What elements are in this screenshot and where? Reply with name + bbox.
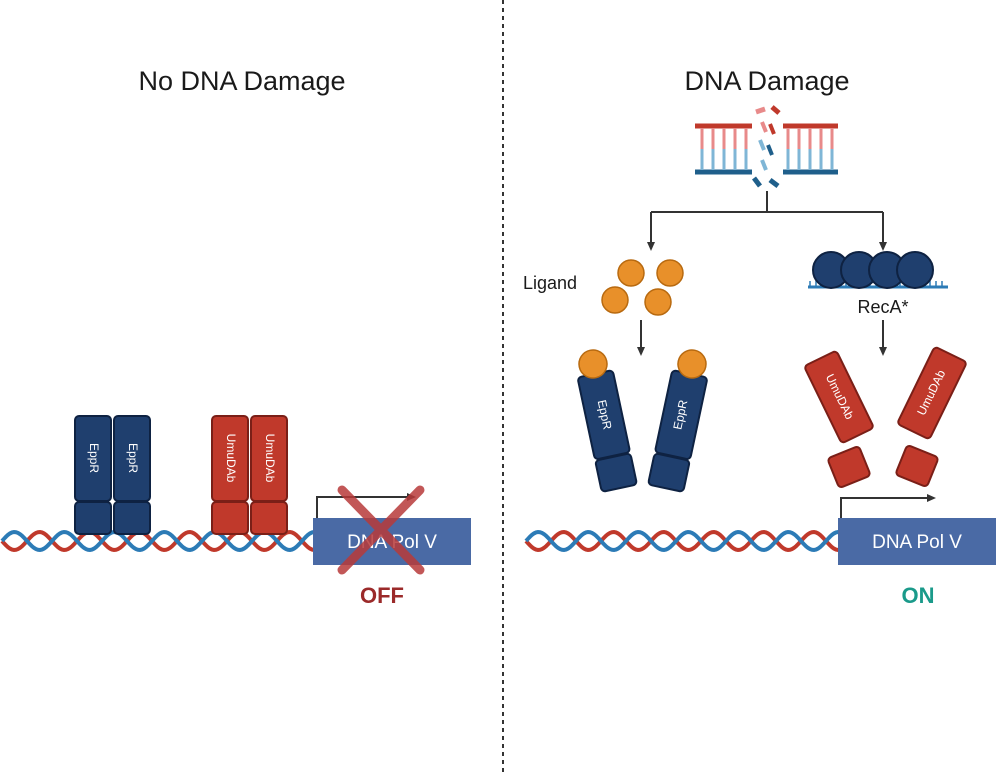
umudab-label: UmuDAb xyxy=(263,434,277,483)
eppr-subunit-bottom xyxy=(74,501,112,535)
state-off-label: OFF xyxy=(360,583,404,608)
damaged-dna-icon xyxy=(695,105,838,188)
eppr-ligand-bound-right: EppR xyxy=(647,349,708,493)
eppr-ligand-bound-left: EppR xyxy=(577,349,638,493)
eppr-label: EppR xyxy=(126,443,140,473)
umudab-dimer-left: UmuDAb UmuDAb xyxy=(211,415,288,535)
umudab-subunit-bottom xyxy=(250,501,288,535)
eppr-subunit-bottom xyxy=(113,501,151,535)
eppr-dimer-left: EppR EppR xyxy=(74,415,151,535)
branch-arrows xyxy=(647,191,887,251)
right-title: DNA Damage xyxy=(684,66,849,96)
umudab-label: UmuDAb xyxy=(224,434,238,483)
state-on-label: ON xyxy=(902,583,935,608)
eppr-label: EppR xyxy=(87,443,101,473)
dna-helix-right xyxy=(524,529,841,553)
umudab-cleaved-left: UmuDAb xyxy=(804,350,874,488)
promoter-arrow-right xyxy=(840,494,936,518)
umudab-subunit-bottom xyxy=(211,501,249,535)
gene-label-right: DNA Pol V xyxy=(872,532,962,553)
reca-filament-icon xyxy=(808,251,948,289)
eppr-label: EppR xyxy=(670,398,690,431)
blocked-x-icon xyxy=(337,485,425,575)
gene-box-right xyxy=(838,518,996,565)
promoter-arrow-left xyxy=(316,493,416,518)
ligand-icon xyxy=(601,259,684,316)
umudab-cleaved-right: UmuDAb xyxy=(895,346,967,487)
eppr-label: EppR xyxy=(595,399,615,432)
left-title: No DNA Damage xyxy=(138,66,345,96)
ligand-label: Ligand xyxy=(523,273,577,293)
reca-label: RecA* xyxy=(857,297,908,317)
